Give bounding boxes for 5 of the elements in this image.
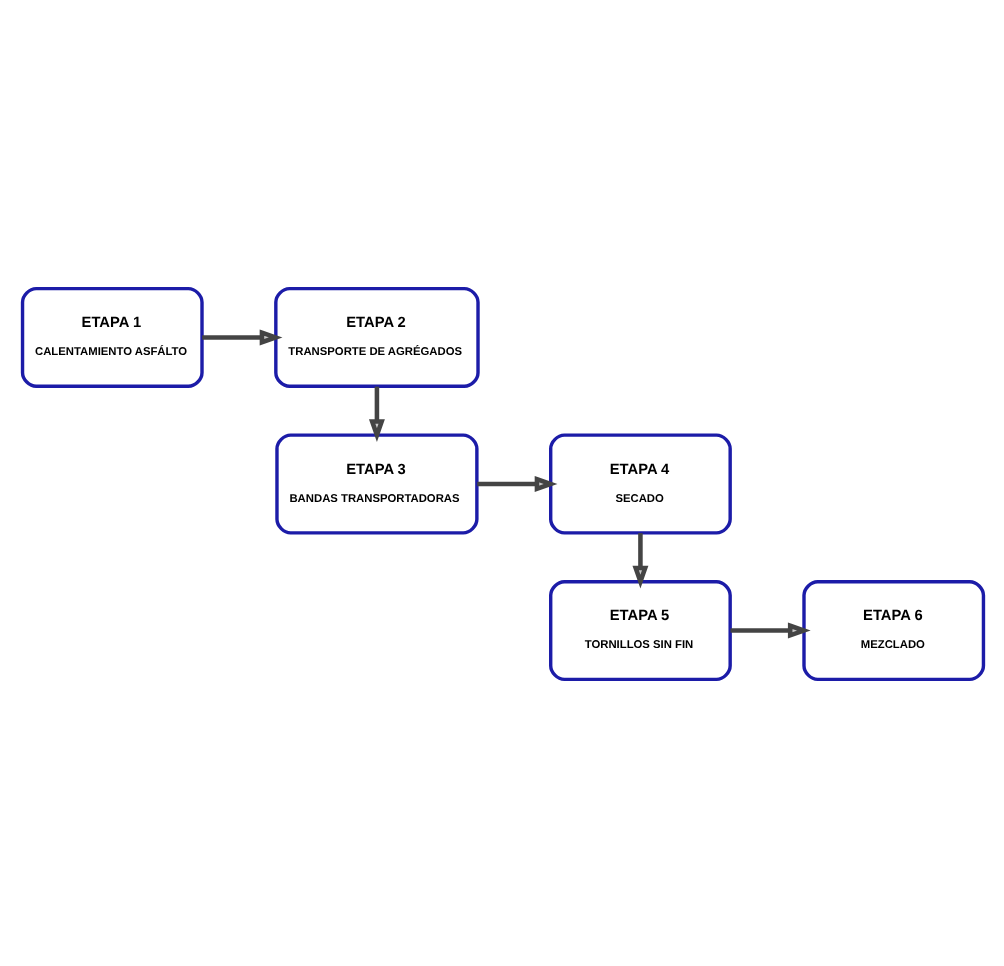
arrow [729, 621, 810, 638]
arrow [631, 532, 648, 588]
arrow [476, 475, 557, 491]
arrow [367, 385, 384, 441]
arrow [201, 328, 282, 345]
